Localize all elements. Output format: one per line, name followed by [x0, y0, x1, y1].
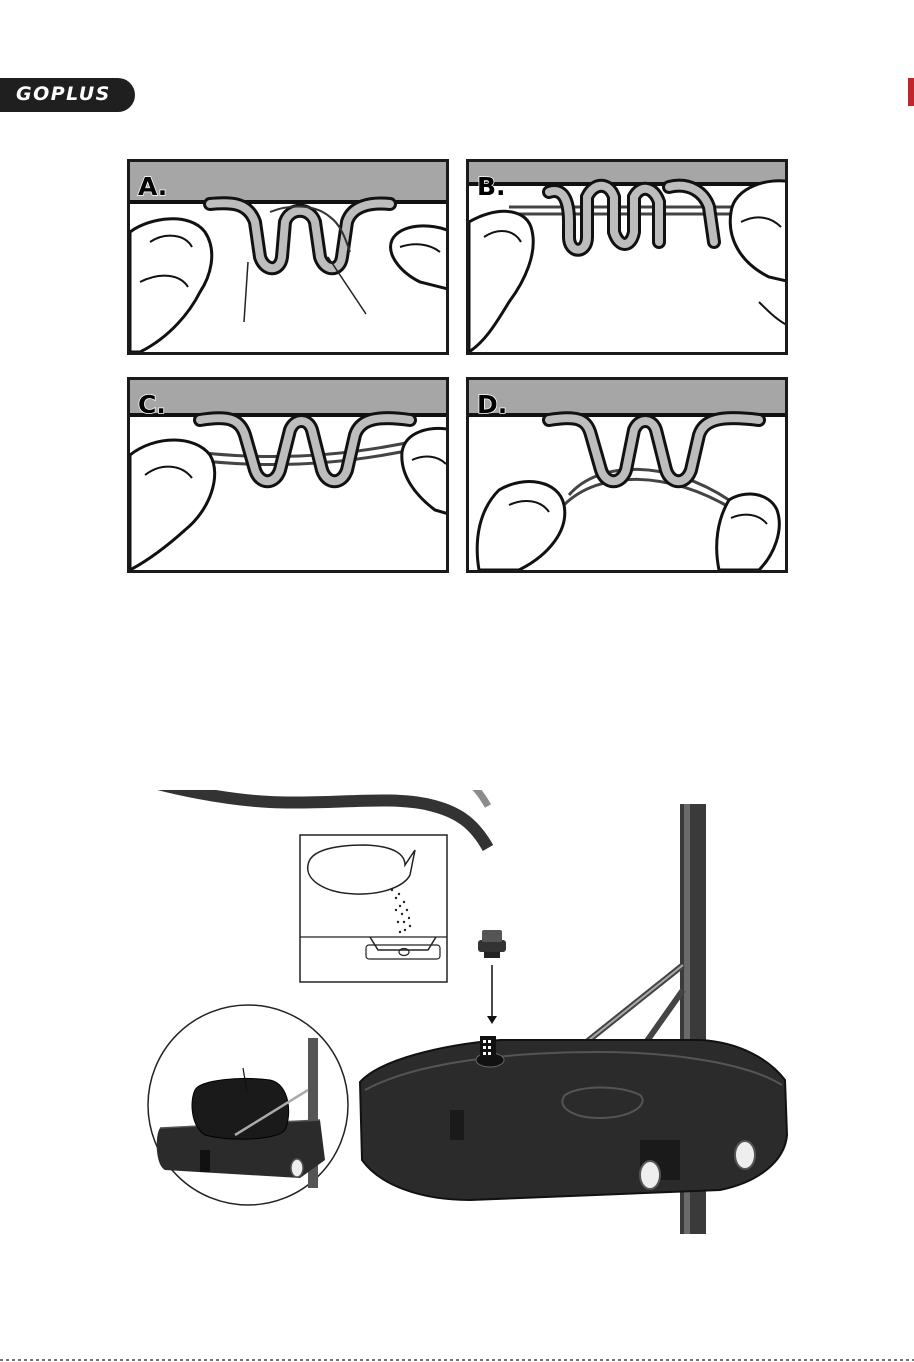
net-step-panel-a: A.: [127, 159, 449, 355]
page-bottom-rule: [0, 1359, 914, 1361]
sandbag-inset-icon: [148, 1005, 348, 1205]
net-step-panel-d: D.: [466, 377, 788, 573]
page-edge-marker: [908, 78, 914, 106]
drain-plug-icon: [478, 930, 506, 958]
panel-label: A.: [138, 172, 167, 201]
net-step-panel-c: C.: [127, 377, 449, 573]
water-fill-inset-icon: [300, 835, 447, 982]
arrow-down-icon: [487, 965, 497, 1024]
brand-logo-text: GOPLUS: [16, 83, 111, 105]
net-step-panel-b: B.: [466, 159, 788, 355]
portable-base: [360, 1040, 787, 1200]
net-step-b-illustration: [469, 162, 788, 355]
net-step-a-illustration: [130, 162, 449, 355]
panel-label: D.: [477, 390, 507, 419]
brand-logo: GOPLUS: [0, 78, 135, 112]
base-fill-illustration: [0, 790, 914, 1250]
net-step-d-illustration: [469, 380, 788, 573]
panel-label: B.: [477, 172, 506, 201]
sandbag-icon: [192, 1078, 289, 1139]
panel-label: C.: [138, 390, 166, 419]
net-step-c-illustration: [130, 380, 449, 573]
